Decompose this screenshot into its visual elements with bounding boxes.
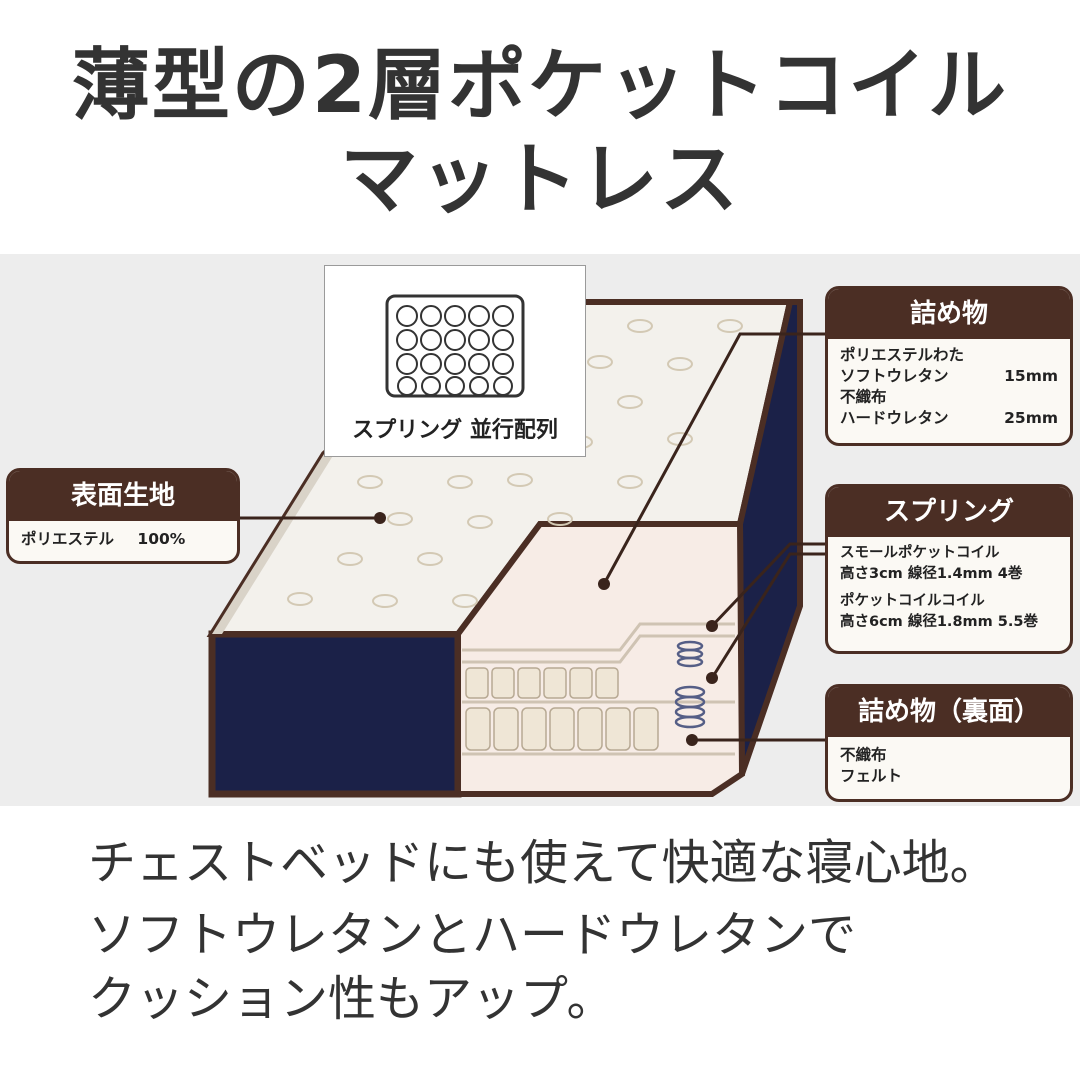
caption-line-3: クッション性もアップ。 [88,971,615,1027]
filling-line-1: ポリエステルわた [840,346,965,364]
spring-grid-icon [385,294,525,398]
filling-line-2-name: ソフトウレタン [840,367,949,385]
surface-percent: 100% [137,530,186,548]
leader-line-filling [602,332,830,585]
page-title-line-1: 薄型の2層ポケットコイル [71,41,1009,131]
callout-spring-title: スプリング [828,487,1070,537]
caption-line-1: チェストベッドにも使えて快適な寝心地。 [88,835,998,891]
callout-back-filling: 詰め物（裏面） 不織布 フェルト [825,684,1073,802]
callout-spring: スプリング スモールポケットコイル 高さ3cm 線径1.4mm 4巻 ポケットコ… [825,484,1073,654]
filling-line-4-value: 25mm [1004,409,1058,427]
leader-line-spring-large [710,552,830,679]
spring-line-1: スモールポケットコイル [840,545,1000,561]
spring-line-3: ポケットコイルコイル [840,593,985,609]
caption-line-2: ソフトウレタンとハードウレタンで [88,907,857,963]
callout-filling: 詰め物 ポリエステルわた ソフトウレタン 15mm 不織布 ハードウレタン 25… [825,286,1073,446]
callout-surface-fabric: 表面生地 ポリエステル 100% [6,468,240,564]
callout-back-title: 詰め物（裏面） [828,687,1070,737]
filling-line-3: 不織布 [840,388,887,406]
mattress-cutaway-illustration [206,299,830,798]
callout-surface-title: 表面生地 [9,471,237,521]
back-line-1: 不織布 [840,746,887,764]
spring-line-2: 高さ3cm 線径1.4mm 4巻 [840,566,1023,582]
surface-material: ポリエステル [21,530,115,548]
leader-line-spring-small [710,542,830,628]
page-title-line-2: マットレス [339,135,740,225]
spring-line-4: 高さ6cm 線径1.8mm 5.5巻 [840,614,1038,630]
back-line-2: フェルト [840,767,903,785]
filling-line-2-value: 15mm [1004,367,1058,385]
spring-arrangement-box: スプリング 並行配列 [324,265,586,457]
spring-arrangement-label: スプリング 並行配列 [352,418,558,443]
mattress-side-left [208,630,462,798]
filling-line-4-name: ハードウレタン [840,409,949,427]
callout-filling-title: 詰め物 [828,289,1070,339]
